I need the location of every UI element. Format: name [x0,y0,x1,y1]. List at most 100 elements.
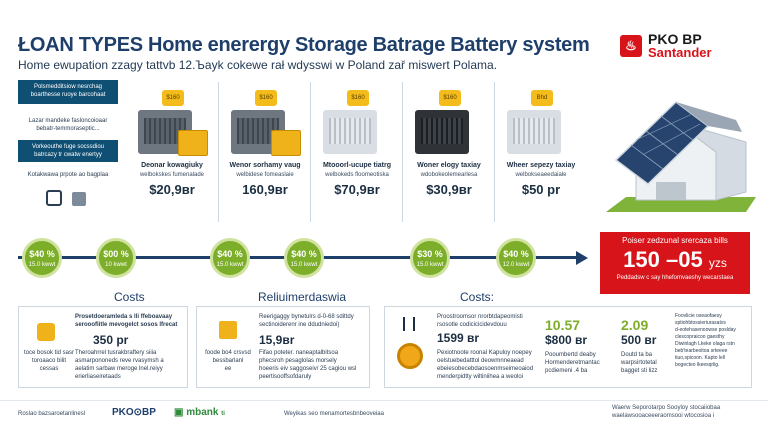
product-price: 160,9вr [242,182,288,197]
solar-house-illustration [606,101,756,212]
product-name: Deonar kowagiuky [141,162,203,169]
cost-panel-3: Proostroomsor nrorbtdapeomisti rsosotle … [384,306,752,388]
milestone-sub: 15.0 kwwt [216,262,244,268]
timeline-milestone[interactable]: $40 % 12.0 kwwt [496,238,536,278]
info-box-1: Polsmedditsiow nesrchag boarthesse ruoye… [18,80,118,104]
brand-name-line2: Santander [648,45,712,60]
panel-price-2: $800 вr [545,333,588,347]
battery-cabinet-icon [415,110,469,154]
product-card[interactable]: $160 Mtooorl-ucupe tiatrg welbokeds floo… [310,82,402,222]
product-badge: $160 [347,90,369,106]
timeline-milestone[interactable]: $40 % 15.0 kwwt [284,238,324,278]
timeline-milestone[interactable]: $00 % 10 kwwt [96,238,136,278]
charger-icon [72,192,86,206]
panel-heading: Proostroomsor nrorbtdapeomisti rsosotle … [437,314,523,328]
mbank-icon: ▣ [174,407,184,418]
gear-icon [397,343,423,369]
panel-stat-2: 10.57 [545,317,581,333]
timeline-milestone[interactable]: $40 % 15.0 kwwt [210,238,250,278]
product-badge: $160 [162,90,184,106]
product-badge: $160 [439,90,461,106]
panel-body-3: Doutd ta ba warpsirtotetal bagget sti li… [621,352,658,374]
product-badge: Вhd [531,90,553,106]
milestone-sub: 15.0 kwwt [28,262,56,268]
milestone-sub: 15.0 kwwt [290,262,318,268]
info-box-2: Lazar mandeke fasloncoioaar bebatr-temmo… [18,114,118,134]
milestone-sub: 10 kwwt [105,262,127,268]
product-desc: welbokeds floomeotiska [325,172,389,178]
product-card[interactable]: $160 Deonar kowagiuky welbokskes fumenal… [126,82,218,222]
info-box-1-line: Polsmedditsiow nesrchag [33,84,103,90]
milestone-sub: 15.0 kwwt [416,262,444,268]
info-box-3-line: Vorkeouthe fuge socssdiou [31,144,105,150]
milestone-value: $00 % [103,249,129,259]
product-card[interactable]: Вhd Wheer sepezy taxiay welbokseaeedaial… [494,82,586,222]
brand-wordmark: PKO BP Santander [648,32,712,60]
info-box-2-line: bebatr-temmoraseptic... [36,126,100,132]
product-price: $50 pr [521,182,561,197]
battery-icon [219,321,237,339]
house-side-shape [675,121,747,201]
panel-heading: Reerigaggy bynetulrs d-0-68 sdittdy sect… [259,314,354,328]
stacked-coins-icon [37,323,55,341]
footer-logo-mbank[interactable]: ▣ mbank ti [174,407,225,418]
savings-value-row: 150 –05 yzs [606,247,744,273]
page-footer: Roslao bazsaroetanlinesl PKO⊙BP ▣ mbank … [0,400,768,424]
left-info-column: Polsmedditsiow nesrchag boarthesse ruoye… [18,80,118,220]
page-title: ŁOAN TYPES Home enerergy Storage Batrage… [18,34,590,56]
savings-unit: yzs [708,256,727,270]
product-desc: wdobokeolemearlesa [420,172,478,178]
brand-name-line1: PKO BP [648,31,702,47]
product-name: Woner elogy taxiay [417,162,481,169]
panel-notes: Foovlicie oseaofaesy sptiohbtossieriuras… [675,313,736,368]
cost-panel-2: foode bo4 crsvsd bessbarlanl ee Reerigag… [196,306,370,388]
footer-left-text: Roslao bazsaroetanlinesl [18,411,86,417]
tool-icon [403,317,415,331]
milestone-value: $40 % [29,249,55,259]
timeline-milestone[interactable]: $40 % 15.0 kwwt [22,238,62,278]
savings-value: 150 –05 [623,247,703,272]
info-box-4-line: Kotakwawa prpote ao bagplaa [27,172,109,178]
product-card[interactable]: $160 Wenor sorhamy vaug welbidese fomeas… [218,82,310,222]
panel-icon-caption: toce bosok tid sasr toroaaco bilit cessa… [23,350,75,372]
lawn-shape [606,197,756,212]
savings-footer: Peddadsw c say hhefomvaeshy wecarstaea [616,275,734,281]
panel-price-3: 500 вr [621,333,657,347]
product-price: $30,9вr [426,182,472,197]
panel-icon-caption: foode bo4 crsvsd bessbarlanl ee [205,350,251,372]
milestone-value: $40 % [217,249,243,259]
timeline-milestone[interactable]: $30 % 15.0 kwwt [410,238,450,278]
milestone-value: $30 % [417,249,443,259]
panel-heading: Prosetdoeramleda s lli ffeboavaay serooo… [75,314,178,328]
panel-body: Pexiotnoote roonal Kapuloy noepey oelstu… [437,350,534,380]
product-name: Mtooorl-ucupe tiatrg [322,162,392,169]
product-badge: $160 [255,90,277,106]
product-price: $20,9вr [149,182,195,197]
brand-flame-icon: ♨ [620,35,642,57]
battery-cabinet-icon [323,110,377,154]
footer-middle-text: Weyikas seo menamortesbnbeoveiaa [284,411,384,417]
milestone-value: $40 % [503,249,529,259]
product-price: $70,9вr [334,182,380,197]
milestone-sub: 12.0 kwwt [502,262,530,268]
plug-icon [46,190,62,206]
battery-pack-icon [178,130,208,156]
milestone-value: $40 % [291,249,317,259]
product-card[interactable]: $160 Woner elogy taxiay wdobokeolemearle… [402,82,494,222]
timeline-arrow-icon [576,251,588,265]
panel-body-2: Pooumbertd deaby Hormenderetmantac pcdie… [545,352,600,374]
product-name: Wheer sepezy taxiay [506,162,576,169]
footer-logo-pkobp[interactable]: PKO⊙BP [112,407,156,418]
product-desc: welbokskes fumenalade [139,172,205,178]
panel-price: 350 pr [93,333,129,347]
info-box-4: Kotakwawa prpote ao bagplaa [18,168,118,180]
brand-logo[interactable]: ♨ PKO BP Santander [620,28,750,64]
cost-panel-1: toce bosok tid sasr toroaaco bilit cessa… [18,306,188,388]
info-box-2-line: Lazar mandeke fasloncoioaar [28,118,108,124]
footer-right-text-2: waelawsooaceeeraomsooi wtocosioa i [612,413,715,419]
panel-body: Theroahrrel tusrakbraftery siiia asmarpo… [75,350,164,380]
footer-right-text-1: Waerw Seporotarpo Sooyloy stocaiiobaa [612,405,721,411]
panel-price: 15,9вr [259,333,295,347]
info-box-3-line: batrcazy tr cwatw enertyy [34,152,102,158]
